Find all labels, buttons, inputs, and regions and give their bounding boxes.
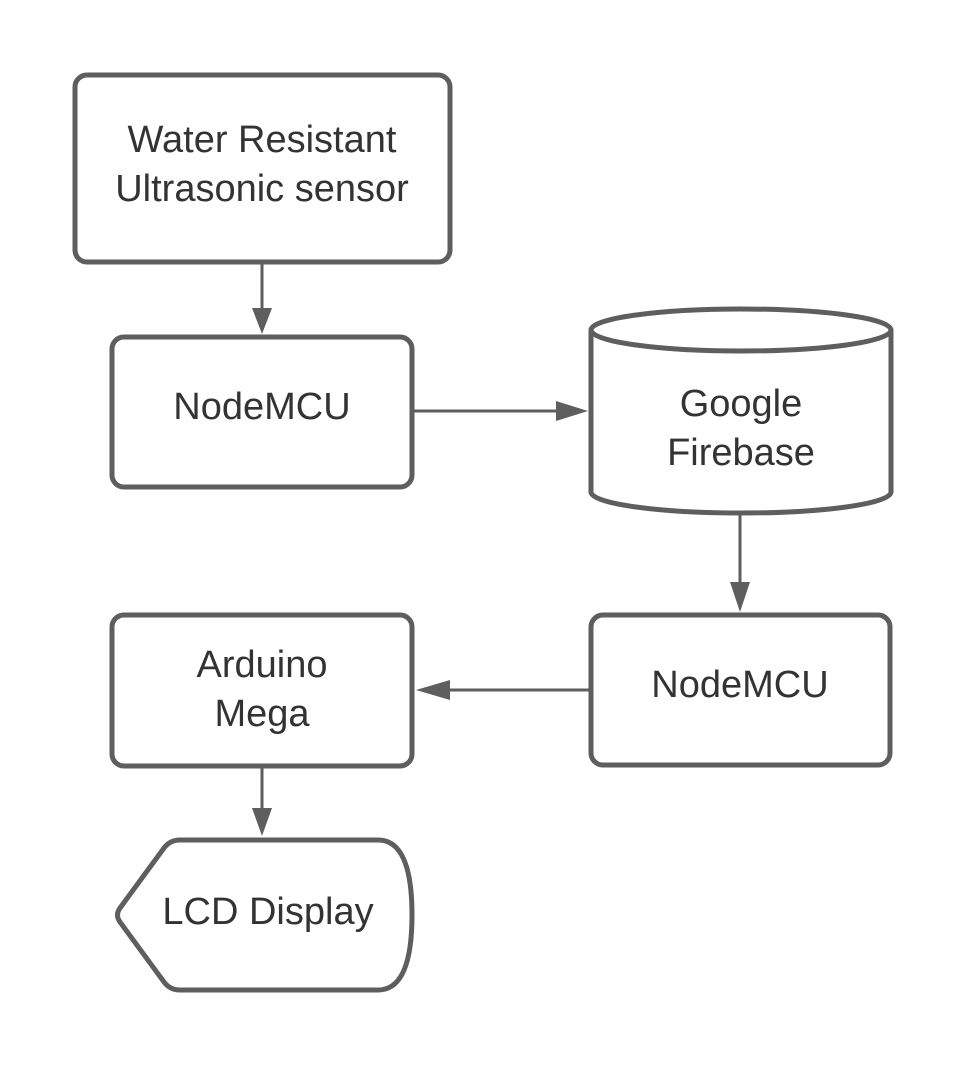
node-label-line: Firebase xyxy=(667,432,815,474)
node-label-line: Google xyxy=(680,383,803,425)
node-arduino-mega[interactable]: Arduino Mega xyxy=(109,612,415,769)
node-label-line: Mega xyxy=(214,693,310,735)
edge-firebase-to-nodemcu2 xyxy=(730,515,750,612)
node-label-line: Arduino xyxy=(197,644,328,686)
node-lcd-display[interactable]: LCD Display xyxy=(115,837,415,993)
edge-nodemcu1-to-firebase xyxy=(414,401,588,421)
node-label-line: NodeMCU xyxy=(651,664,828,706)
edge-arduino-to-lcd xyxy=(252,767,272,836)
node-label-line: LCD Display xyxy=(162,891,373,933)
node-nodemcu-receiver[interactable]: NodeMCU xyxy=(588,612,893,768)
edge-nodemcu2-to-arduino xyxy=(416,680,590,700)
node-label-line: Water Resistant xyxy=(128,119,397,161)
node-ultrasonic-sensor[interactable]: Water Resistant Ultrasonic sensor xyxy=(72,72,453,265)
edge-sensor-to-nodemcu1 xyxy=(252,263,272,334)
node-label-line: Ultrasonic sensor xyxy=(115,168,409,210)
node-nodemcu-sender[interactable]: NodeMCU xyxy=(109,334,415,490)
node-google-firebase[interactable]: Google Firebase xyxy=(588,306,894,516)
node-label-line: NodeMCU xyxy=(173,386,350,428)
